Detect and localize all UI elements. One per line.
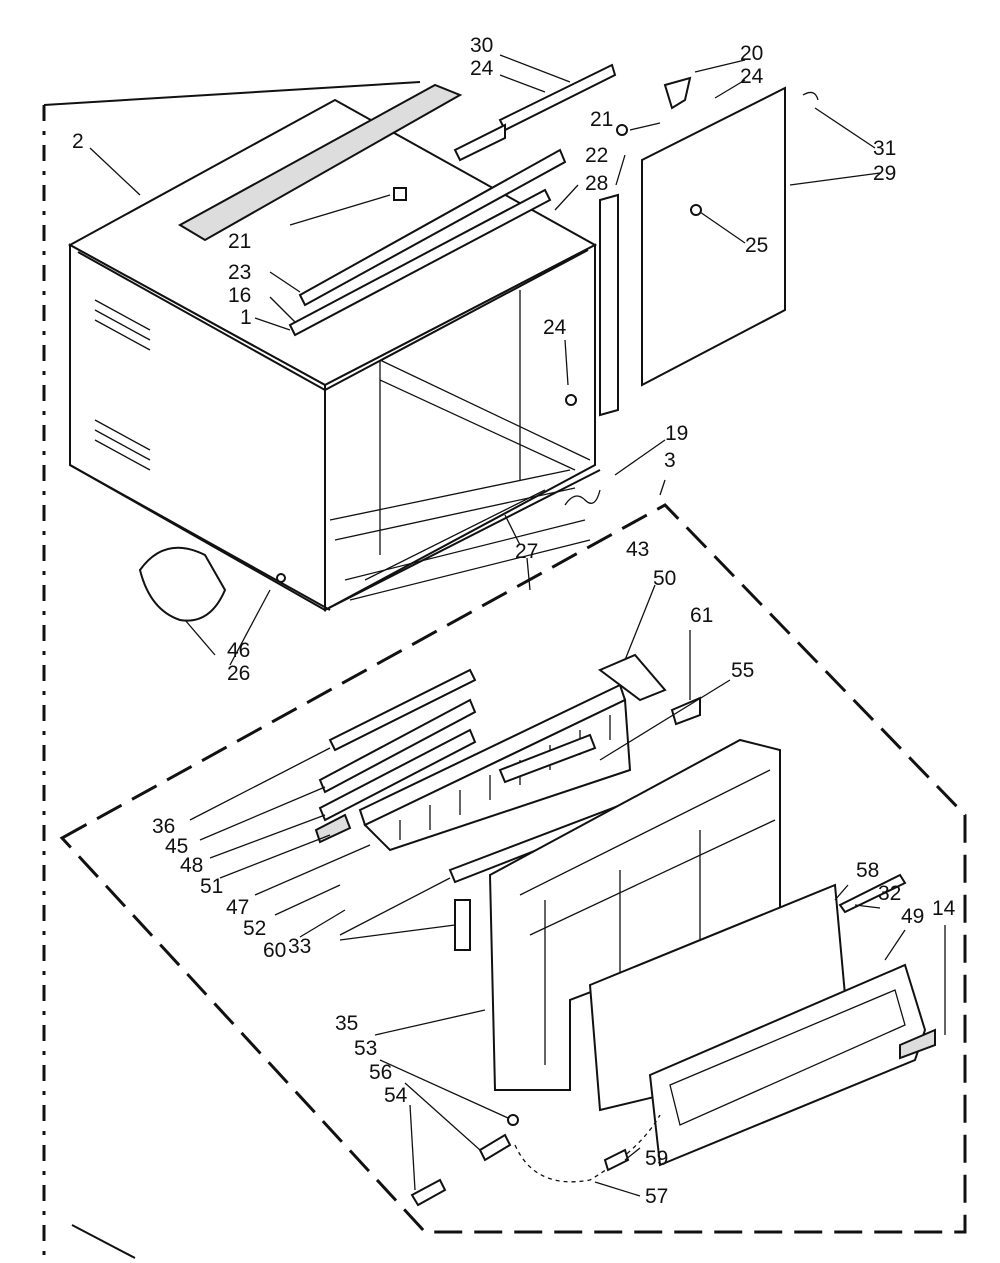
label-61: 61 <box>690 604 713 627</box>
side-panel-29 <box>641 86 786 387</box>
label-2: 2 <box>72 130 84 153</box>
bottom-left-corner-line <box>71 1224 136 1259</box>
seal-26 <box>138 546 227 622</box>
label-36: 36 <box>152 815 175 838</box>
label-46: 46 <box>227 639 250 662</box>
label-21: 21 <box>228 230 251 253</box>
label-48: 48 <box>180 854 203 877</box>
label-23: 23 <box>228 261 251 284</box>
label-14: 14 <box>932 897 956 920</box>
label-24: 24 <box>543 316 567 339</box>
label-56: 56 <box>369 1061 392 1084</box>
label-43: 43 <box>626 538 649 561</box>
label-58: 58 <box>856 859 879 882</box>
label-1: 1 <box>240 306 252 329</box>
ring-53 <box>507 1114 519 1126</box>
label-33: 33 <box>288 935 311 958</box>
pin-56 <box>478 1133 512 1162</box>
label-59: 59 <box>645 1147 668 1170</box>
fan-blade-50 <box>598 653 667 702</box>
label-51: 51 <box>200 875 223 898</box>
label-28: 28 <box>585 172 608 195</box>
chassis-outline <box>59 503 967 1234</box>
label-21: 21 <box>590 108 613 131</box>
label-29: 29 <box>873 162 896 185</box>
control-assembly <box>358 683 632 852</box>
pin-59 <box>603 1148 630 1172</box>
label-53: 53 <box>354 1037 377 1060</box>
label-35: 35 <box>335 1012 358 1035</box>
part-61 <box>670 696 701 726</box>
top-border-line <box>43 81 421 106</box>
clip-20 <box>663 76 692 110</box>
label-55: 55 <box>731 659 754 682</box>
label-20: 20 <box>740 42 763 65</box>
label-22: 22 <box>585 144 608 167</box>
label-47: 47 <box>226 896 249 919</box>
screw-24-mid <box>565 394 577 406</box>
label-27: 27 <box>515 540 538 563</box>
leader-lines <box>89 54 946 1197</box>
label-50: 50 <box>653 567 676 590</box>
screw-46 <box>276 573 286 583</box>
label-54: 54 <box>384 1084 408 1107</box>
knob-51 <box>314 813 352 844</box>
label-24: 24 <box>470 57 494 80</box>
label-32: 32 <box>878 882 901 905</box>
label-26: 26 <box>227 662 250 685</box>
label-52: 52 <box>243 917 266 940</box>
label-19: 19 <box>665 422 688 445</box>
bracket-30 <box>453 123 506 162</box>
label-60: 60 <box>263 939 286 962</box>
rail-1 <box>177 83 463 242</box>
rail-32 <box>838 873 907 914</box>
post-22 <box>599 193 619 417</box>
pin-54 <box>410 1178 447 1207</box>
rail-36 <box>328 668 477 752</box>
label-3: 3 <box>664 449 676 472</box>
label-31: 31 <box>873 137 896 160</box>
bracket-33 <box>454 899 471 951</box>
chain-57 <box>514 1114 661 1183</box>
rail-23 <box>298 148 567 307</box>
label-25: 25 <box>745 234 768 257</box>
label-24: 24 <box>740 65 764 88</box>
label-30: 30 <box>470 34 493 57</box>
panel-opening-49 <box>669 989 906 1126</box>
clip-31 <box>802 91 819 101</box>
part-labels: 30 24 20 24 21 31 22 29 2 28 25 21 23 16… <box>72 34 956 1208</box>
cabinet <box>67 98 601 612</box>
part-55 <box>498 733 597 784</box>
badge-14 <box>899 1028 936 1060</box>
label-49: 49 <box>901 905 924 928</box>
rail-16 <box>288 188 552 337</box>
label-45: 45 <box>165 835 188 858</box>
clip-19 <box>564 489 601 506</box>
screw-21-side <box>616 124 628 136</box>
screw-25 <box>690 204 702 216</box>
label-16: 16 <box>228 284 251 307</box>
label-57: 57 <box>645 1185 668 1208</box>
screw-21-top <box>393 187 407 201</box>
